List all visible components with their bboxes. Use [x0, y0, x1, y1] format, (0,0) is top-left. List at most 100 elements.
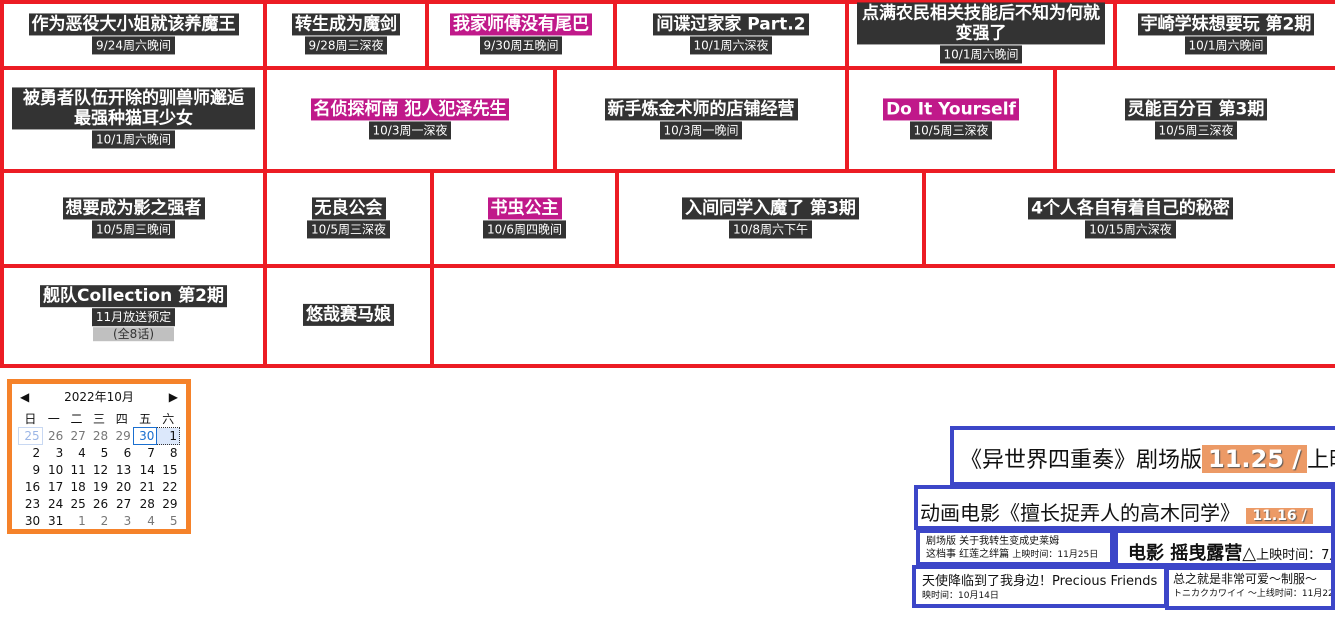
movie-date: 11.25 / — [1202, 445, 1308, 473]
weekday-header: 二 — [70, 412, 83, 427]
calendar-day[interactable]: 25 — [70, 497, 86, 511]
air-date: 10/1周六晚间 — [1184, 35, 1268, 54]
calendar-day[interactable]: 18 — [70, 480, 86, 494]
calendar-day[interactable]: 26 — [47, 429, 64, 443]
calendar-day[interactable]: 28 — [92, 429, 109, 443]
calendar-day[interactable]: 1 — [78, 514, 86, 528]
anime-title: 间谍过家家 Part.2 — [653, 12, 809, 35]
calendar-day[interactable]: 11 — [70, 463, 86, 477]
calendar-day[interactable]: 27 — [70, 429, 86, 443]
calendar-day[interactable]: 29 — [162, 497, 178, 511]
calendar-day[interactable]: 3 — [55, 446, 64, 460]
anime-title: 点满农民相关技能后不知为何就变强了 — [857, 1, 1105, 44]
calendar-day[interactable]: 30 — [24, 514, 41, 528]
weekday-header: 五 — [139, 412, 152, 426]
calendar-day[interactable]: 4 — [147, 514, 155, 528]
calendar-day[interactable]: 31 — [47, 514, 64, 528]
air-date: 9/28周三深夜 — [304, 35, 388, 54]
calendar-day[interactable]: 19 — [92, 480, 109, 494]
episode-count: (全8话) — [93, 327, 174, 342]
prev-month-icon[interactable]: ◀ — [20, 389, 30, 404]
anime-title: 宇崎学妹想要玩 第2期 — [1137, 12, 1315, 35]
calendar-day[interactable]: 8 — [169, 446, 178, 461]
calendar-day[interactable]: 30 — [132, 427, 158, 445]
movie-banner-wataten[interactable]: 天使降临到了我身边！Precious Friends 映时间：10月14日 — [912, 565, 1168, 608]
movie-title: 总之就是非常可爱～制服～ — [1173, 572, 1318, 586]
movie-title: 剧场版 关于我转生变成史莱姆 — [926, 536, 1060, 547]
calendar-day[interactable]: 1 — [156, 427, 180, 445]
movie-banner-yurucamp[interactable]: 电影 摇曳露营△上映时间：7月1日 — [1114, 529, 1335, 567]
movie-banner-slime[interactable]: 剧场版 关于我转生变成史莱姆 这档事 红莲之绊篇 上映时间：11月25日 — [916, 529, 1114, 566]
calendar-day[interactable]: 2 — [32, 446, 41, 461]
air-date: 10/15周六深夜 — [1085, 219, 1176, 238]
next-month-icon[interactable]: ▶ — [168, 389, 178, 404]
air-date: 10/6周四晚间 — [483, 219, 566, 238]
movie-banner-tonikawa[interactable]: 总之就是非常可爱～制服～ トニカクカワイイ ～上线时间：11月22日 — [1165, 566, 1335, 610]
calendar-day[interactable]: 24 — [47, 497, 64, 511]
anime-title: 被勇者队伍开除的驯兽师邂逅最强种猫耳少女 — [12, 86, 255, 129]
movie-title-2: 这档事 红莲之绊篇 — [926, 549, 1010, 560]
movie-date: 映时间：10月14日 — [922, 591, 999, 601]
calendar-day[interactable]: 7 — [147, 446, 155, 461]
movie-title: 动画电影《擅长捉弄人的高木同学》 — [920, 501, 1240, 525]
calendar-day[interactable]: 28 — [139, 497, 155, 511]
anime-title: 新手炼金术师的店铺经营 — [604, 97, 798, 120]
anime-title: 无良公会 — [311, 196, 386, 219]
calendar-month-label: 2022年10月 — [64, 390, 134, 404]
calendar-day[interactable]: 2 — [100, 514, 109, 528]
air-date: 10/5周三深夜 — [909, 120, 993, 139]
calendar-day[interactable]: 26 — [92, 497, 109, 511]
calendar-day[interactable]: 23 — [24, 497, 41, 511]
air-date: 10/3周一深夜 — [368, 120, 452, 139]
air-date: 9/24周六晚间 — [92, 35, 175, 54]
calendar-day[interactable]: 5 — [169, 514, 178, 528]
air-date: 10/8周六下午 — [729, 219, 812, 238]
calendar-day[interactable]: 14 — [139, 463, 155, 477]
movie-subtitle: トニカクカワイイ ～ — [1173, 589, 1257, 599]
calendar-day[interactable]: 9 — [32, 463, 41, 477]
calendar-day[interactable]: 5 — [100, 446, 109, 460]
calendar-day[interactable]: 6 — [123, 446, 132, 460]
calendar-day[interactable]: 22 — [162, 480, 178, 494]
calendar-day[interactable]: 27 — [116, 497, 132, 511]
calendar-day[interactable]: 15 — [162, 463, 178, 477]
calendar-day[interactable]: 29 — [115, 429, 131, 443]
calendar-day[interactable]: 17 — [47, 480, 64, 494]
calendar-day[interactable]: 20 — [116, 480, 132, 494]
air-date: 10/3周一晚间 — [659, 120, 743, 139]
schedule-cell[interactable]: 悠哉赛马娘 — [263, 264, 434, 368]
calendar-day[interactable]: 21 — [139, 480, 155, 494]
calendar-day[interactable]: 3 — [123, 514, 132, 528]
anime-title: 4个人各自有着自己的秘密 — [1028, 196, 1233, 219]
calendar-day[interactable]: 25 — [18, 427, 43, 445]
calendar-day[interactable]: 13 — [116, 463, 132, 477]
calendar-day[interactable]: 10 — [47, 463, 64, 477]
movie-banner-takagi[interactable]: 动画电影《擅长捉弄人的高木同学》 11.16 / — [914, 485, 1335, 530]
movie-date: 上映时间：7月1日 — [1256, 548, 1331, 563]
anime-title: 想要成为影之强者 — [62, 196, 205, 219]
calendar-day[interactable]: 4 — [78, 446, 86, 460]
calendar-day[interactable]: 16 — [24, 480, 41, 494]
calendar-day[interactable]: 12 — [92, 463, 109, 477]
weekday-header: 一 — [47, 412, 60, 427]
